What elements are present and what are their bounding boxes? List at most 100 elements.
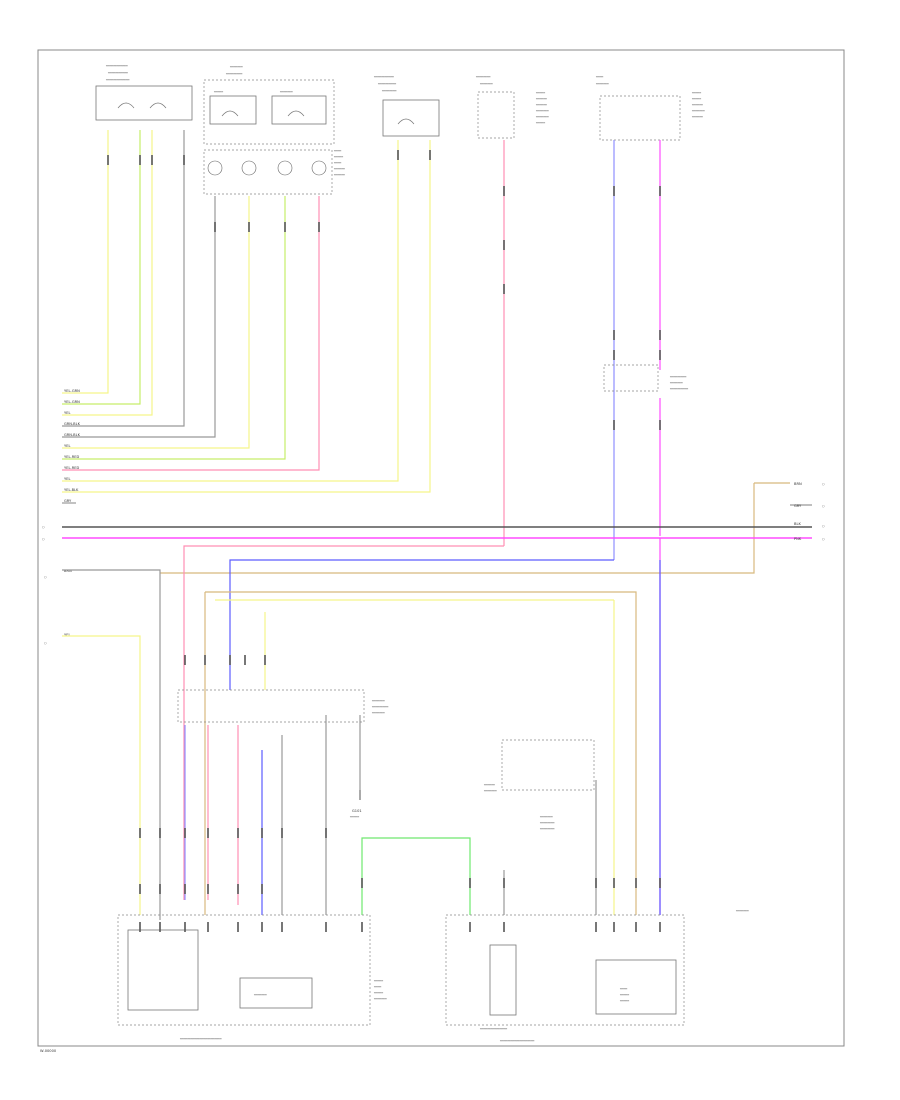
wire-label-11: GRY <box>64 499 72 503</box>
wire-label-4: GRN-BLK <box>64 422 81 426</box>
svg-text:━━━━━━━: ━━━━━━━ <box>539 815 553 819</box>
component-2b-box <box>271 95 327 125</box>
svg-text:━━━━━━━: ━━━━━━━ <box>229 65 243 69</box>
bus-tan-vertical <box>160 483 755 574</box>
svg-text:━━━━━━━: ━━━━━━━ <box>371 699 385 703</box>
svg-text:━━━━━: ━━━━━ <box>349 815 359 819</box>
svg-text:━━━━━━: ━━━━━━ <box>535 103 547 107</box>
side-label-yel: YEL <box>64 633 70 637</box>
junction-box <box>603 364 659 392</box>
component-5-box <box>599 95 681 141</box>
wire-label-6: YEL <box>64 444 70 448</box>
pin-ticks-top <box>107 150 661 430</box>
svg-text:○: ○ <box>44 575 47 579</box>
svg-text:━━━━━━━: ━━━━━━━ <box>691 109 705 113</box>
wire-yellow-5 <box>62 140 431 493</box>
component-1-box <box>95 85 193 121</box>
wire-tan-lower <box>205 591 637 915</box>
svg-text:━━━━━━━━━━━━━━━: ━━━━━━━━━━━━━━━ <box>479 1027 507 1031</box>
ground-symbol: G101 ━━━━━ <box>349 790 362 819</box>
right-label-2: GRY <box>794 504 802 508</box>
svg-text:━━━━━: ━━━━━ <box>373 979 383 983</box>
svg-text:━━━━━━━━━: ━━━━━━━━━ <box>669 375 686 379</box>
svg-text:━━━━━━━━: ━━━━━━━━ <box>539 821 555 825</box>
module-pins <box>139 922 661 932</box>
svg-text:━━━━: ━━━━ <box>595 75 603 79</box>
ground-label: G101 <box>352 809 362 813</box>
svg-text:━━━━━━━: ━━━━━━━ <box>371 711 385 715</box>
svg-text:━━━━━━━: ━━━━━━━ <box>669 381 683 385</box>
svg-text:○: ○ <box>822 482 825 486</box>
right-label-4: PNK <box>794 537 802 541</box>
wire-label-1: YEL-GRN <box>64 389 80 393</box>
svg-text:━━━━━━━━━━━━━━━━━━━: ━━━━━━━━━━━━━━━━━━━ <box>499 1039 535 1043</box>
bus-pink-drop <box>183 545 504 900</box>
svg-text:○: ○ <box>822 524 825 528</box>
wire-green-yellow-1 <box>62 130 141 405</box>
wire-label-2: YEL-GRN <box>64 400 80 404</box>
bottom-module-left: ━━━━━━━ ━━━━━ ━━━━ ━━━━━ ━━━━━━━ ━━━━━━━… <box>117 914 387 1041</box>
wire-grey-lower-1 <box>62 569 161 920</box>
footer-label: W-00000 <box>40 1049 57 1053</box>
component-1-coil <box>117 102 167 109</box>
svg-text:━━━━━: ━━━━━ <box>535 91 545 95</box>
svg-text:━━━━━━━━━━: ━━━━━━━━━━ <box>669 387 688 391</box>
wire-grey-1 <box>62 130 185 427</box>
lower-wires <box>62 538 661 920</box>
wire-label-7: YEL-RED <box>64 455 79 459</box>
svg-text:━━━━━: ━━━━━ <box>691 91 701 95</box>
wire-yellow-1 <box>62 130 109 394</box>
wire-grey-2 <box>62 196 216 438</box>
svg-text:━━━━━━━━━━━━━: ━━━━━━━━━━━━━ <box>105 78 130 82</box>
wire-label-9: YEL <box>64 477 70 481</box>
wire-green-lower <box>361 837 471 915</box>
svg-text:━━━━━━: ━━━━━━ <box>535 97 547 101</box>
svg-text:━━━━━━: ━━━━━━ <box>691 103 703 107</box>
svg-text:━━━━━━━: ━━━━━━━ <box>479 82 493 86</box>
svg-text:━━━━━━━━━━━━━━━━━━━━━━━: ━━━━━━━━━━━━━━━━━━━━━━━ <box>179 1037 222 1041</box>
svg-text:━━━━━━: ━━━━━━ <box>691 115 703 119</box>
wire-yellow-2 <box>62 130 153 416</box>
svg-text:━━━━━: ━━━━━ <box>691 97 701 101</box>
svg-text:━━━━━━: ━━━━━━ <box>333 173 345 177</box>
svg-text:━━━━━: ━━━━━ <box>619 999 629 1003</box>
svg-text:━━━━━━━: ━━━━━━━ <box>535 109 549 113</box>
wire-yellow-3 <box>62 196 250 449</box>
wire-label-3: YEL <box>64 411 70 415</box>
wire-label-8: YEL-RED <box>64 466 79 470</box>
svg-text:○: ○ <box>42 537 45 541</box>
svg-text:━━━━━━: ━━━━━━ <box>483 783 495 787</box>
svg-text:━━━━━━━: ━━━━━━━ <box>535 115 549 119</box>
svg-text:○: ○ <box>822 504 825 508</box>
svg-text:━━━━━━━━: ━━━━━━━━ <box>381 89 397 93</box>
junction-connector <box>177 689 365 723</box>
svg-text:━━━━━: ━━━━━ <box>333 155 343 159</box>
socket-row <box>203 149 333 195</box>
side-label-brn: BRN <box>64 569 72 573</box>
wire-label-10: YEL-BLK <box>64 488 79 492</box>
svg-text:━━━━━━━: ━━━━━━━ <box>735 909 749 913</box>
svg-text:━━━━━━━: ━━━━━━━ <box>279 90 293 94</box>
right-label-3: BLK <box>794 522 801 526</box>
component-2-outline <box>203 79 335 145</box>
bottom-module-right: ━━━━ ━━━━━ ━━━━━ ━━━━━━━━━━━━━━━ ━━━━━━━… <box>445 914 685 1043</box>
left-wire-labels: YEL-GRN YEL-GRN YEL GRN-BLK GRN-BLK YEL … <box>64 389 81 503</box>
svg-text:━━━━━━━━━: ━━━━━━━━━ <box>225 72 242 76</box>
svg-text:━━━━: ━━━━ <box>333 149 341 153</box>
component-4-box <box>477 91 515 139</box>
svg-text:━━━━━: ━━━━━ <box>213 90 223 94</box>
top-components: ━━━━━━━━━━━━ ━━━━━━━━━━━ ━━━━━━━━━━━━━ ━… <box>95 64 705 195</box>
svg-text:━━━━━: ━━━━━ <box>619 993 629 997</box>
top-wires <box>62 130 661 560</box>
component-2a-box <box>209 95 257 125</box>
component-2-coils <box>221 110 305 117</box>
wire-pink-1 <box>62 196 320 471</box>
svg-text:○: ○ <box>42 525 45 529</box>
bus-blue-drop <box>229 559 614 690</box>
wire-label-5: GRN-BLK <box>64 433 81 437</box>
svg-text:━━━━━━━━━━━: ━━━━━━━━━━━ <box>373 75 394 79</box>
wire-yellow-lower-1 <box>62 635 141 915</box>
svg-text:━━━━: ━━━━ <box>333 161 341 165</box>
svg-text:━━━━━: ━━━━━ <box>535 121 545 125</box>
